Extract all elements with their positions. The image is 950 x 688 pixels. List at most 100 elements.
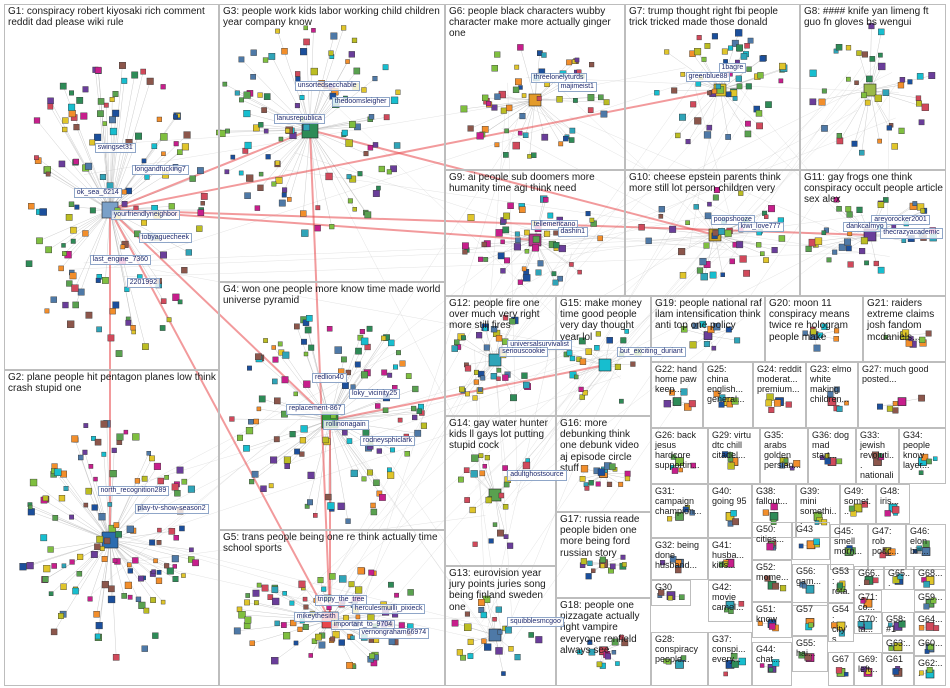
group-label-g17: G17: russia reade people biden one more … (560, 514, 648, 559)
group-panel-g20: G20: moon 11 conspiracy means twice re h… (765, 296, 863, 362)
group-panel-g68: G68... (914, 566, 946, 590)
group-panel-g61: G61 (882, 652, 914, 686)
group-label-g5: G5: trans people being one re think actu… (223, 532, 442, 554)
group-panel-g69: G69: left... (854, 652, 882, 686)
group-label-g6: G6: people black characters wubby charac… (449, 6, 622, 40)
group-panel-g18: G18: people one pizzagate actually right… (556, 598, 651, 686)
group-label-g11: G11: gay frogs one think conspiracy occu… (804, 172, 943, 206)
vertex-label: swingset31 (95, 143, 136, 153)
group-label-g30: G30 (655, 582, 688, 592)
group-label-g32: G32: being done husband... (655, 540, 705, 570)
group-label-g36: G36: dog mad start... (812, 430, 853, 460)
group-label-g29: G29: virtu dtc chill citadel... (712, 430, 757, 460)
group-label-g39: G39: mini somethi... (800, 486, 837, 526)
group-label-g47: G47: rob podc... (872, 526, 903, 556)
group-panel-g63: G63:... (882, 636, 914, 654)
group-label-g59: G59... (918, 592, 943, 602)
group-label-g2: G2: plane people hit pentagon planes low… (8, 372, 216, 394)
group-panel-g58: G58: #1 (882, 612, 914, 636)
group-label-g3: G3: people work kids labor working child… (223, 6, 442, 28)
vertex-label: dashin1 (558, 227, 589, 237)
group-panel-g23: G23: elmo white making children... (806, 362, 858, 428)
group-label-g20: G20: moon 11 conspiracy means twice re h… (769, 298, 860, 343)
group-panel-g2: G2: plane people hit pentagon planes low… (4, 370, 219, 686)
group-label-g35: G35: arabs golden persian... (764, 430, 805, 470)
group-panel-g31: G31: campaign champion... (651, 484, 708, 538)
vertex-label: longandfucking7 (132, 165, 189, 175)
group-label-g48: G48: iris... (880, 486, 907, 506)
group-panel-g6: G6: people black characters wubby charac… (445, 4, 625, 170)
group-panel-g24: G24: reddit moderat... premium... (753, 362, 806, 428)
group-panel-g3: G3: people work kids labor working child… (219, 4, 445, 282)
vertex-label: tobyaguecheek (139, 233, 192, 243)
vertex-label: north_recognition289 (98, 486, 170, 496)
group-label-g10: G10: cheese epstein parents think more s… (629, 172, 797, 194)
group-label-g33: G33: jewish revoluti... nationali... (860, 430, 896, 484)
group-panel-g35: G35: arabs golden persian... (760, 428, 808, 484)
group-label-g27: G27: much good posted... (862, 364, 943, 384)
group-label-g4: G4: won one people more know time made w… (223, 284, 442, 306)
group-label-g34: G34: people know layer... (903, 430, 943, 470)
group-label-g55: G55: hai... (796, 638, 825, 658)
group-label-g13: G13: eurovision year jury points juries … (449, 568, 553, 613)
vertex-label: ok_sea_6214 (74, 188, 122, 198)
vertex-label: majimeist1 (558, 82, 597, 92)
group-label-g64: G64... (918, 614, 943, 624)
vertex-label: last_engine_7360 (90, 255, 151, 265)
vertex-label: herculesmuilli_pixieck (352, 604, 426, 614)
group-panel-g8: G8: #### knife yan limeng ft guo fn glov… (800, 4, 946, 170)
group-panel-g54: G54: city's ocr... (828, 602, 854, 642)
vertex-label: replacement-867 (286, 404, 345, 414)
group-panel-g16: G16: more debunking think one debunk vid… (556, 416, 651, 512)
group-label-g26: G26: back jesus hardcore supportin... (655, 430, 705, 470)
group-label-g70: G70: ta... (858, 614, 879, 634)
group-label-g60: G60... (918, 638, 943, 648)
vertex-label: adultghostsource (507, 470, 566, 480)
group-label-g15: G15: make money time good people very da… (560, 298, 648, 343)
group-label-g25: G25: china english... general... (707, 364, 750, 404)
vertex-label: unsortedsecchable (295, 81, 360, 91)
group-label-g57: G57 (796, 604, 825, 614)
group-label-g49: G49: somet... (844, 486, 873, 516)
group-label-g38: G38: fallout... (756, 486, 793, 506)
group-panel-g40: G40: going 95 (708, 484, 752, 538)
vertex-label: seriouscookie (499, 347, 548, 357)
group-panel-g7: G7: trump thought right fbi people trick… (625, 4, 800, 170)
group-panel-g34: G34: people know layer... (899, 428, 946, 484)
group-label-g37: G37: conspi... every... (712, 634, 749, 664)
group-panel-g10: G10: cheese epstein parents think more s… (625, 170, 800, 296)
group-panel-g53: G53: rota... col... (828, 564, 854, 604)
vertex-label: squibblesmcgoo (507, 617, 564, 627)
group-panel-g32: G32: being done husband... (651, 538, 708, 580)
vertex-label: but_exciting_duriant (617, 347, 686, 357)
group-label-g43: G43 (796, 524, 827, 534)
group-panel-g56: G56: gam... (792, 564, 828, 606)
group-label-g46: G46: elon bill... (910, 526, 943, 556)
vertex-label: kiwi_love777 (738, 222, 784, 232)
group-panel-g28: G28: conspiracy people... (651, 632, 708, 686)
vertex-label: 2201992 (127, 278, 160, 288)
group-panel-g70: G70: ta... (854, 612, 882, 634)
group-label-g67: G67 (832, 654, 851, 664)
group-label-g14: G14: gay water hunter kids ll gays lot p… (449, 418, 553, 452)
group-label-g42: G42: movie camel... (712, 582, 749, 612)
group-label-g51: G51: know (756, 604, 789, 624)
vertex-label: rodneysphiclark (360, 436, 415, 446)
group-panel-g25: G25: china english... general... (703, 362, 753, 428)
group-label-g18: G18: people one pizzagate actually right… (560, 600, 648, 656)
group-panel-g48: G48: iris... (876, 484, 910, 524)
group-label-g58: G58: #1 (886, 614, 911, 634)
group-panel-g64: G64... (914, 612, 946, 636)
vertex-label: thecrazyacademic (880, 228, 942, 238)
vertex-label: redlion40 (312, 373, 347, 383)
vertex-label: play-tv-show-season2 (135, 504, 209, 514)
vertex-label: rollinonagain (323, 420, 369, 430)
group-panel-g50: G50: cities... (752, 522, 792, 560)
group-label-g7: G7: trump thought right fbi people trick… (629, 6, 797, 28)
vertex-label: thedoomsleigher (332, 97, 390, 107)
group-panel-g71: G71: co... (854, 590, 882, 612)
group-panel-g44: G44: chat... (752, 642, 792, 686)
group-panel-g22: G22: hand home paw keep... (651, 362, 703, 428)
group-panel-g29: G29: virtu dtc chill citadel... (708, 428, 760, 484)
group-panel-g52: G52: mome... (752, 560, 792, 602)
